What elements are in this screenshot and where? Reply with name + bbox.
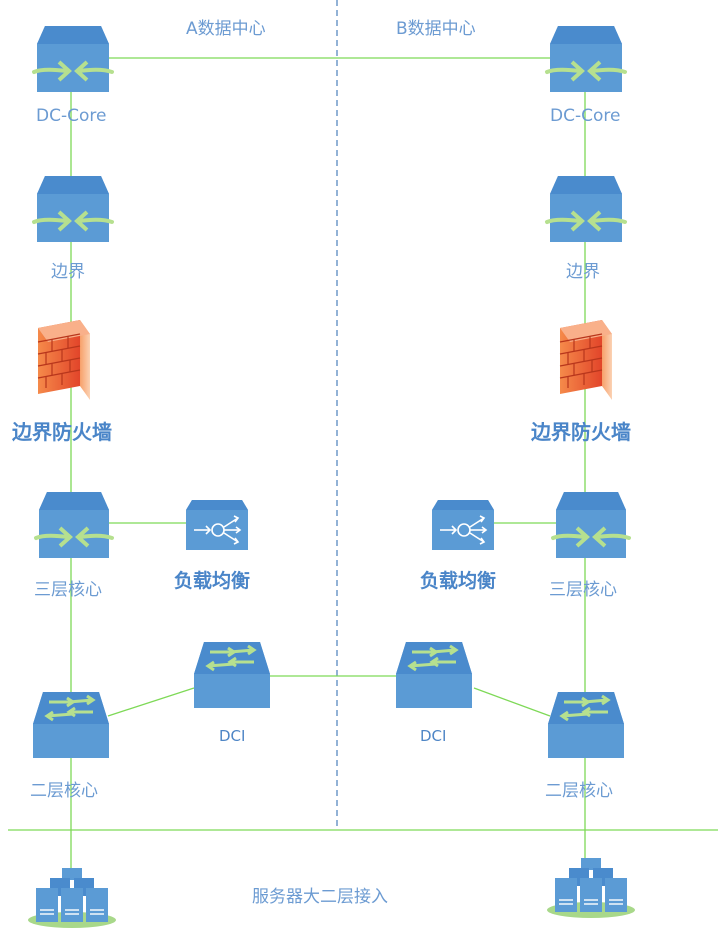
right-firewall-icon: [559, 320, 612, 400]
right-server-cluster-icon: [547, 858, 635, 918]
server-access-label: 服务器大二层接入: [252, 887, 388, 907]
left-l3-core-router-icon: [34, 492, 114, 558]
left-dc-core-label: DC-Core: [36, 106, 107, 126]
left-dci-label: DCI: [219, 727, 246, 745]
link-left-l2-dci: [107, 687, 195, 717]
right-dc-core-router-icon: [545, 26, 627, 92]
datacenter-a-label: A数据中心: [186, 19, 266, 39]
left-edge-router-icon: [32, 176, 114, 242]
right-l3-core-label: 三层核心: [549, 580, 617, 600]
datacenter-b-label: B数据中心: [396, 19, 476, 39]
right-load-balancer-label: 负载均衡: [420, 570, 497, 592]
left-firewall-icon: [37, 320, 90, 400]
link-right-l2-dci: [473, 687, 551, 717]
right-dci-label: DCI: [420, 727, 447, 745]
left-server-cluster-icon: [28, 868, 116, 928]
left-firewall-label: 边界防火墙: [12, 420, 112, 444]
right-dc-core-label: DC-Core: [550, 106, 621, 126]
left-load-balancer-label: 负载均衡: [174, 570, 251, 592]
left-dc-core-router-icon: [32, 26, 114, 92]
right-edge-label: 边界: [566, 262, 600, 282]
right-edge-router-icon: [545, 176, 627, 242]
right-firewall-label: 边界防火墙: [531, 420, 631, 444]
left-l2-core-switch-icon: [33, 692, 109, 758]
left-l3-core-label: 三层核心: [34, 580, 102, 600]
left-dci-switch-icon: [194, 642, 270, 708]
right-load-balancer-icon: [432, 500, 494, 550]
right-l3-core-router-icon: [551, 492, 631, 558]
left-l2-core-label: 二层核心: [30, 781, 98, 801]
right-dci-switch-icon: [396, 642, 472, 708]
right-l2-core-switch-icon: [548, 692, 624, 758]
right-l2-core-label: 二层核心: [545, 781, 613, 801]
left-edge-label: 边界: [51, 262, 85, 282]
left-load-balancer-icon: [186, 500, 248, 550]
